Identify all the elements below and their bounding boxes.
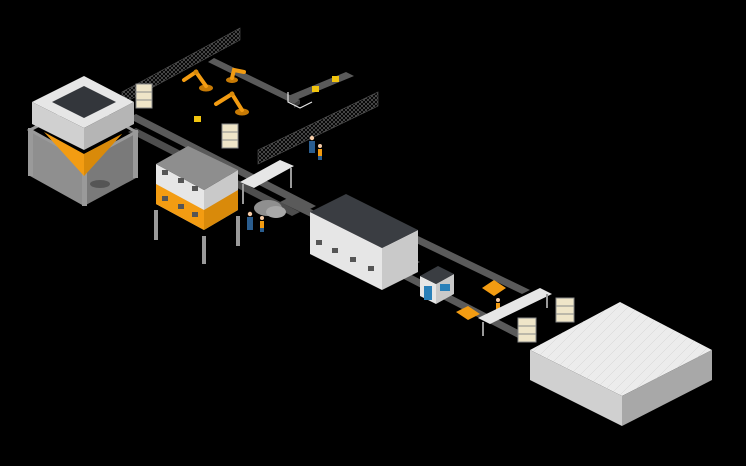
pallet-rack-4 bbox=[555, 297, 575, 323]
hopper-silo bbox=[26, 76, 140, 206]
direction-arrow-1 bbox=[482, 280, 506, 296]
fence-middle bbox=[257, 91, 379, 165]
robot-arm-2 bbox=[226, 67, 246, 83]
robot-arm-1 bbox=[182, 69, 213, 92]
inspection-canopy bbox=[240, 160, 294, 218]
small-box-3 bbox=[194, 116, 201, 122]
guard-booth bbox=[420, 266, 454, 304]
worker-2 bbox=[318, 144, 322, 160]
pallet-rack-2 bbox=[221, 123, 239, 149]
processing-hall bbox=[310, 194, 418, 290]
window-icon bbox=[440, 284, 450, 291]
direction-arrow-2 bbox=[456, 306, 480, 320]
warehouse bbox=[530, 302, 712, 426]
pallet-rack-3 bbox=[517, 317, 537, 343]
gate-frame bbox=[287, 92, 313, 109]
worker-3 bbox=[247, 211, 253, 230]
worker-1 bbox=[309, 135, 315, 153]
loading-canopy bbox=[478, 288, 552, 336]
pallet-rack-1 bbox=[135, 83, 153, 109]
robot-arm-3 bbox=[214, 91, 249, 116]
conveyor-belt-upper bbox=[208, 58, 354, 108]
small-box-2 bbox=[332, 76, 339, 82]
door-icon bbox=[424, 286, 432, 300]
worker-4 bbox=[260, 216, 264, 232]
small-box-1 bbox=[312, 86, 319, 92]
control-tower-building bbox=[154, 146, 240, 264]
